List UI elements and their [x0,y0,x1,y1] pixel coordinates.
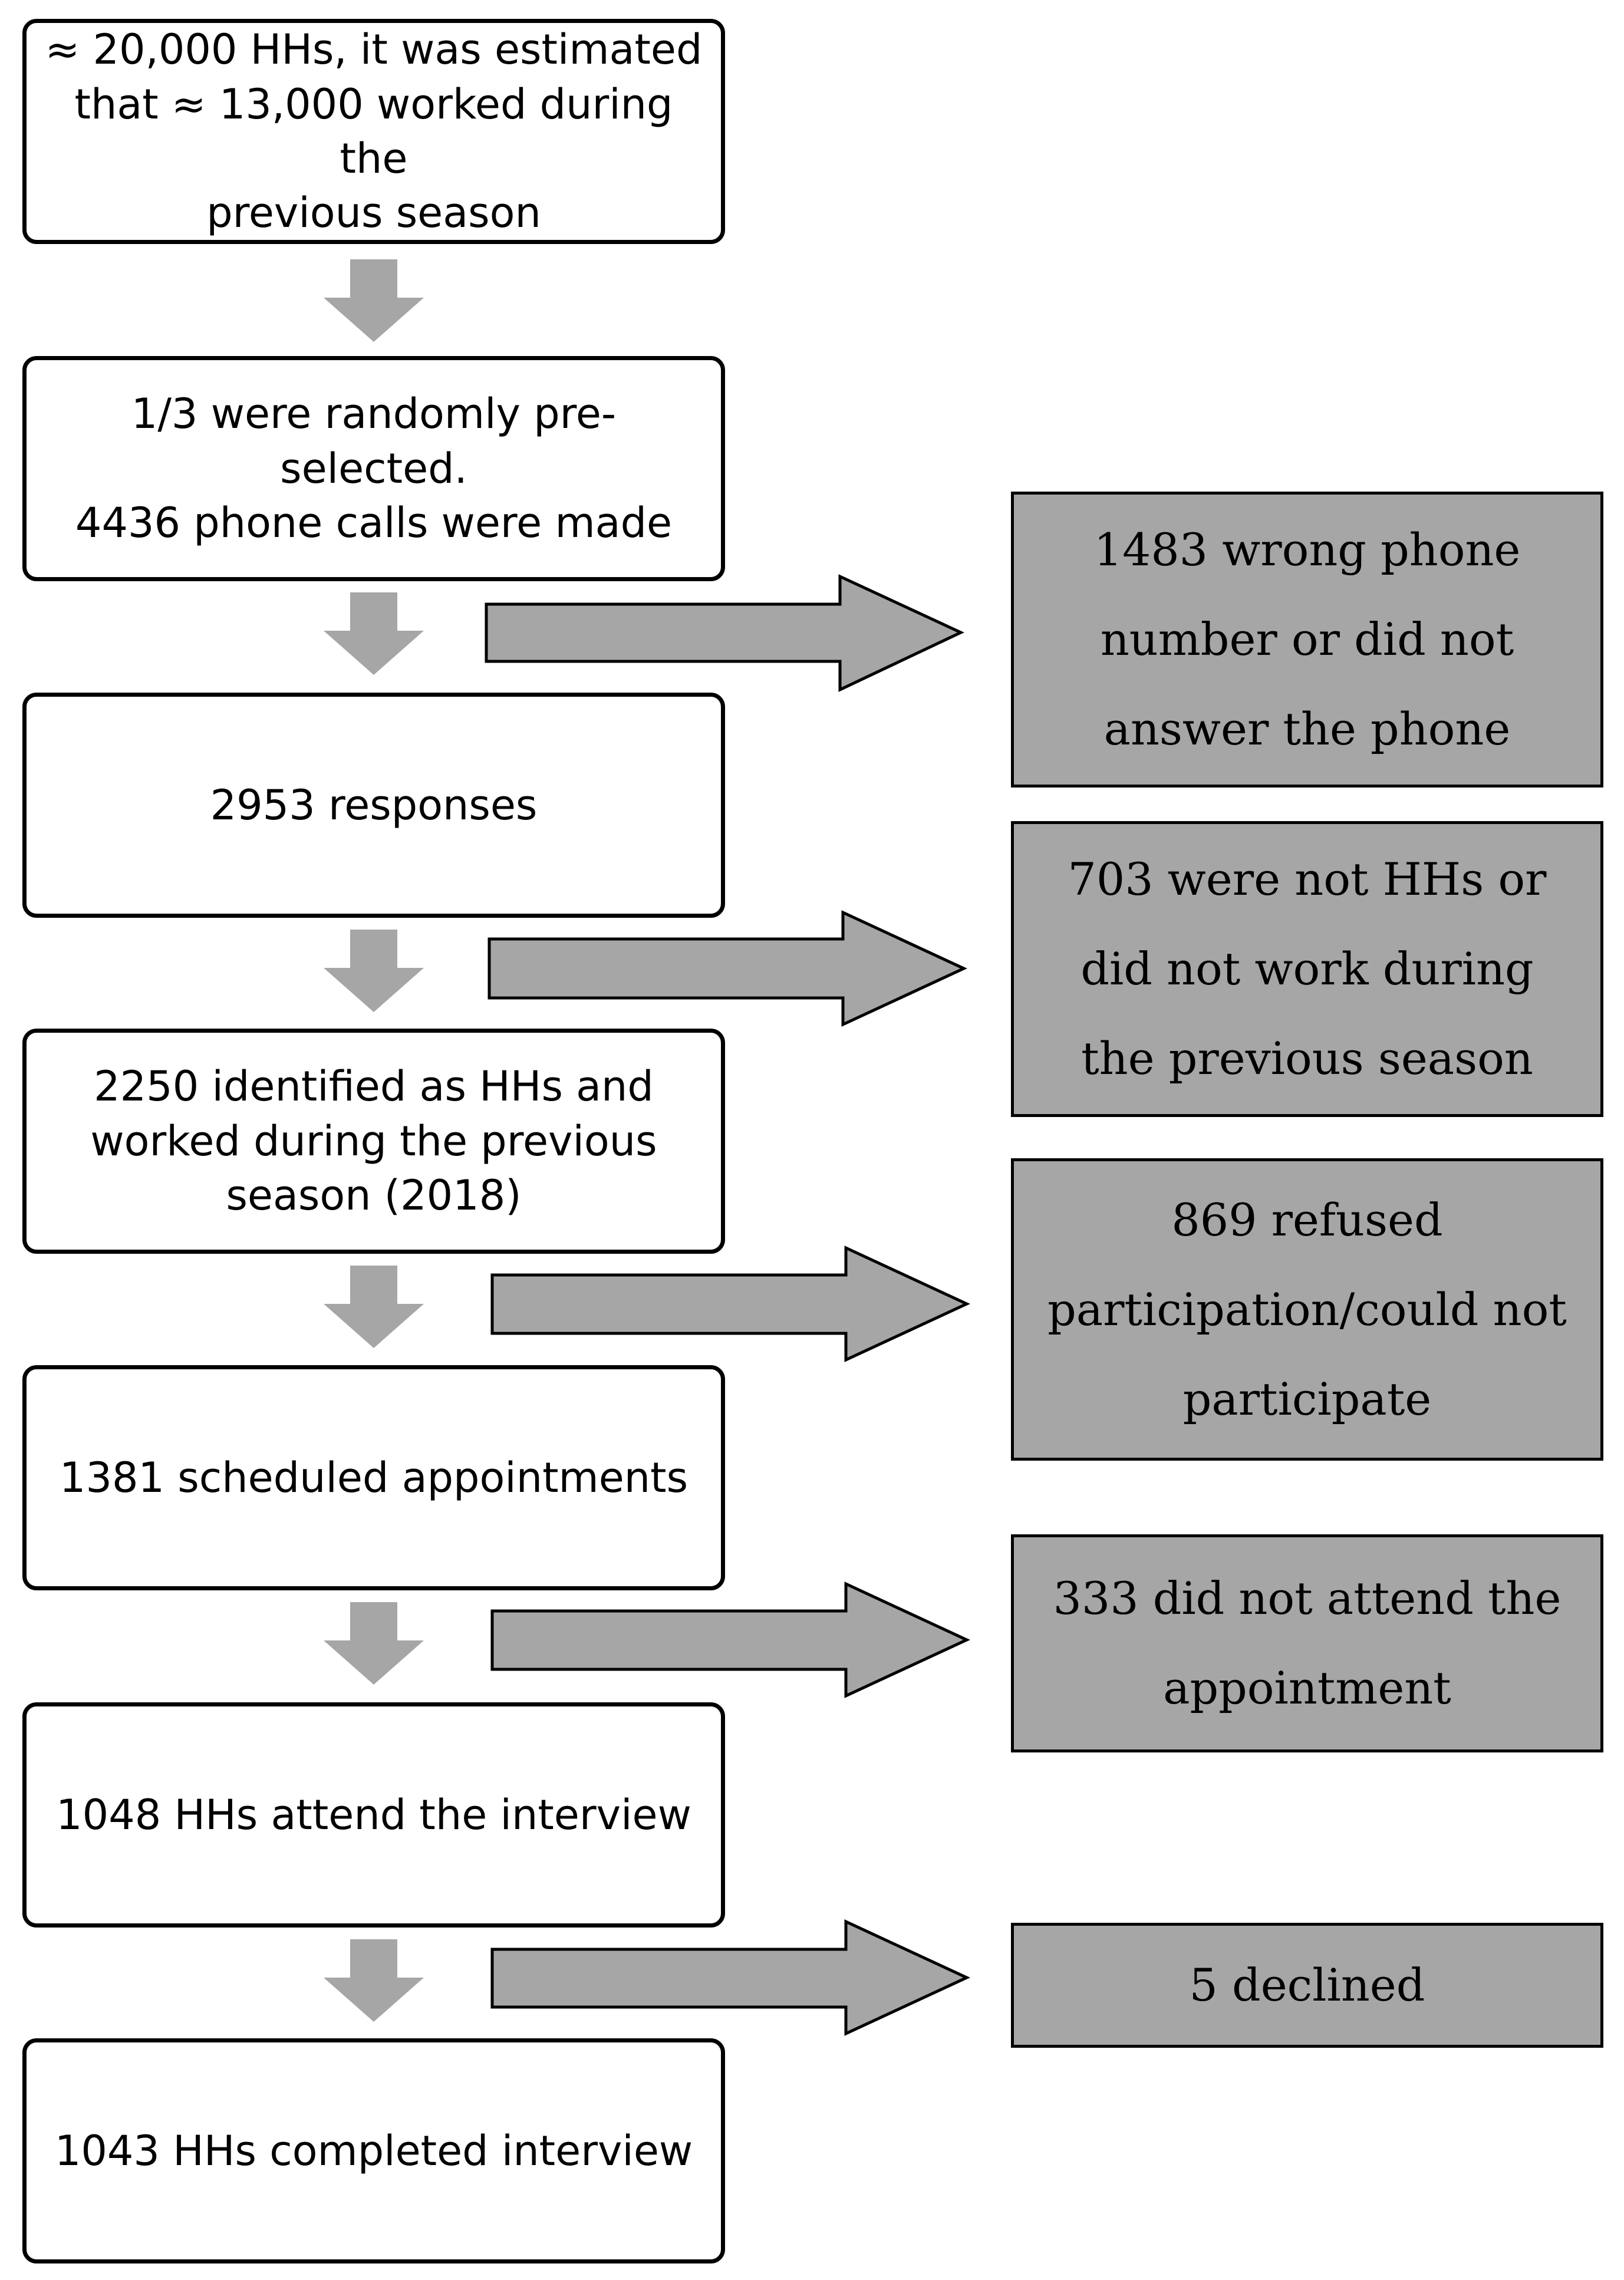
step-text: 1043 HHs completed interview [54,2126,693,2175]
right-arrow [490,1246,970,1362]
step-text: ≈ 20,000 HHs, it was estimated that ≈ 13… [45,25,703,238]
step-box-estimated-hhs: ≈ 20,000 HHs, it was estimated that ≈ 13… [22,19,725,244]
right-arrow [490,1581,970,1698]
step-box-scheduled-appointments: 1381 scheduled appointments [22,1365,725,1590]
down-arrow [324,592,424,675]
step-box-attended-interview: 1048 HHs attend the interview [22,1702,725,1928]
exclusion-text: 1483 wrong phone number or did not answe… [1093,523,1521,755]
down-arrow [324,259,424,342]
down-arrow [324,1266,424,1348]
down-arrow [324,1602,424,1685]
step-text: 1048 HHs attend the interview [56,1790,691,1839]
exclusion-box-not-hhs: 703 were not HHs or did not work during … [1011,821,1603,1117]
exclusion-text: 5 declined [1189,1959,1425,2011]
step-text: 2250 identified as HHs and worked during… [90,1062,657,1220]
step-text: 2953 responses [210,780,538,829]
exclusion-text: 333 did not attend the appointment [1053,1572,1562,1714]
right-arrow [490,1919,970,2036]
step-box-identified-hhs: 2250 identified as HHs and worked during… [22,1029,725,1254]
down-arrow [324,1939,424,2022]
right-arrow [485,574,964,692]
step-box-phone-calls: 1/3 were randomly pre-selected. 4436 pho… [22,356,725,581]
right-arrow [487,910,967,1027]
step-box-completed-interview: 1043 HHs completed interview [22,2038,725,2263]
exclusion-box-did-not-attend: 333 did not attend the appointment [1011,1534,1603,1752]
step-text: 1/3 were randomly pre-selected. 4436 pho… [75,390,673,548]
exclusion-box-declined: 5 declined [1011,1923,1603,2048]
step-box-responses: 2953 responses [22,693,725,918]
exclusion-box-refused: 869 refused participation/could not part… [1011,1158,1603,1461]
exclusion-text: 869 refused participation/could not part… [1047,1193,1567,1425]
exclusion-box-wrong-number: 1483 wrong phone number or did not answe… [1011,492,1603,788]
exclusion-text: 703 were not HHs or did not work during … [1068,853,1547,1085]
down-arrow [324,930,424,1012]
step-text: 1381 scheduled appointments [59,1453,689,1502]
